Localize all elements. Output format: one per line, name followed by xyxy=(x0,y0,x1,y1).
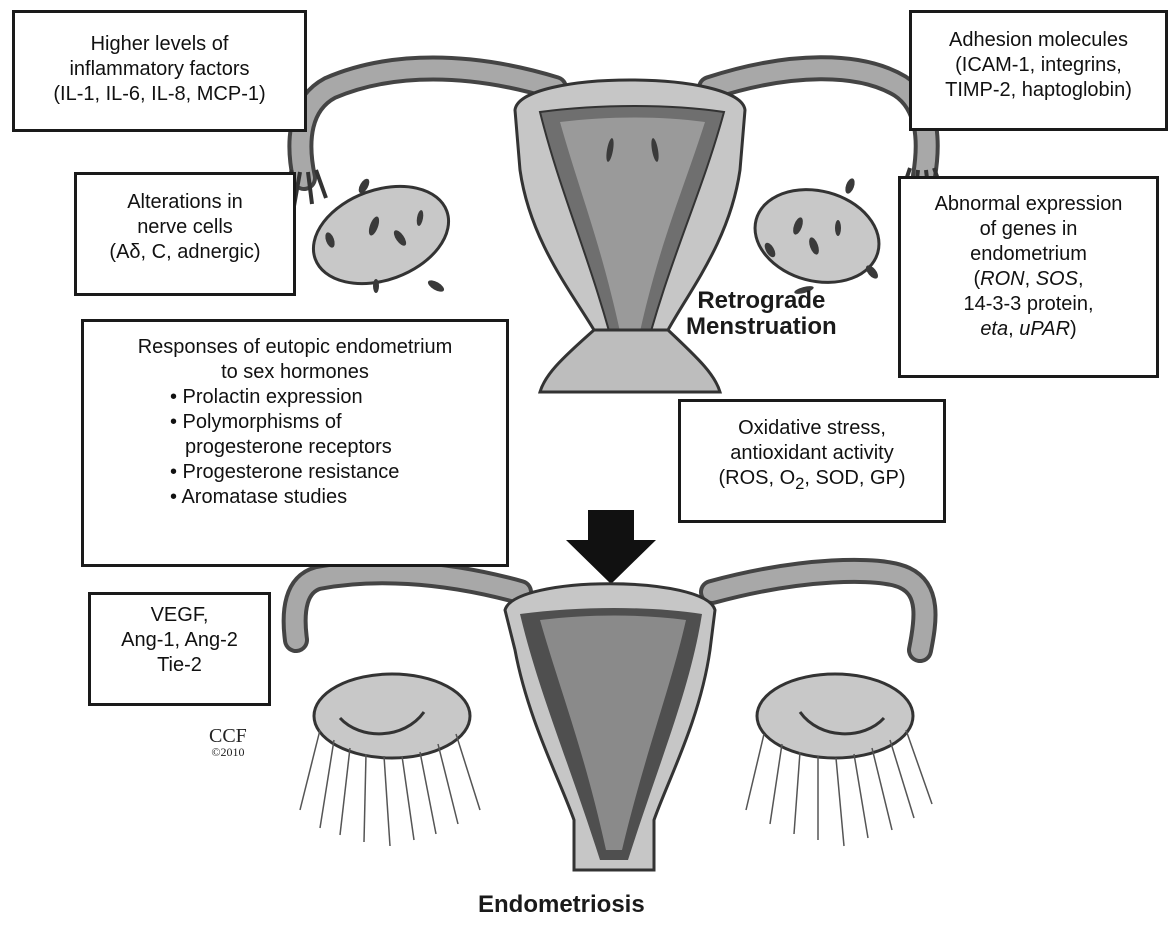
credit-main: CCF xyxy=(209,726,247,746)
adhesion-molecules-box: Adhesion molecules (ICAM-1, integrins, T… xyxy=(909,10,1168,131)
down-arrow xyxy=(566,510,656,584)
separator: , xyxy=(1025,268,1036,290)
box-line: antioxidant activity xyxy=(689,441,935,466)
box-line: nerve cells xyxy=(85,215,285,240)
bullet-item: • Prolactin expression xyxy=(92,385,498,410)
box-line: Ang-1, Ang-2 xyxy=(99,628,260,653)
inflammatory-factors-box: Higher levels of inflammatory factors (I… xyxy=(12,10,307,132)
box-line: endometrium xyxy=(909,242,1148,267)
bullet-item: • Aromatase studies xyxy=(92,485,498,510)
box-line: Oxidative stress, xyxy=(689,416,935,441)
oxidative-markers-line: (ROS, O2, SOD, GP) xyxy=(689,466,935,495)
box-line: 14-3-3 protein, xyxy=(909,292,1148,317)
gene-ron: RON xyxy=(980,268,1024,290)
bottom-left-ovary xyxy=(314,674,470,758)
bullet-item-continuation: progesterone receptors xyxy=(92,435,498,460)
gene-list-line-2: eta, uPAR) xyxy=(909,317,1148,342)
box-line: (Aδ, C, adnergic) xyxy=(85,240,285,265)
label-line: Menstruation xyxy=(686,314,837,340)
box-line: (IL-1, IL-6, IL-8, MCP-1) xyxy=(23,82,296,107)
angiogenesis-factors-box: VEGF, Ang-1, Ang-2 Tie-2 xyxy=(88,592,271,706)
endometriosis-label: Endometriosis xyxy=(478,892,645,918)
box-line: inflammatory factors xyxy=(23,57,296,82)
nerve-cells-box: Alterations in nerve cells (Aδ, C, adner… xyxy=(74,172,296,296)
gene-sos: SOS xyxy=(1036,268,1078,290)
oxidative-stress-box: Oxidative stress, antioxidant activity (… xyxy=(678,399,946,523)
box-line: Higher levels of xyxy=(23,32,296,57)
box-line: Alterations in xyxy=(85,190,285,215)
box-title: to sex hormones xyxy=(92,360,498,385)
bullet-item: • Polymorphisms of xyxy=(92,410,498,435)
markers-part-b: , SOD, GP) xyxy=(804,467,905,489)
box-title: Responses of eutopic endometrium xyxy=(92,335,498,360)
box-line: Tie-2 xyxy=(99,653,260,678)
label-line: Retrograde xyxy=(686,288,837,314)
box-line: TIMP-2, haptoglobin) xyxy=(920,78,1157,103)
box-line: of genes in xyxy=(909,217,1148,242)
gene-eta: eta xyxy=(980,318,1008,340)
gene-upar: uPAR xyxy=(1019,318,1070,340)
box-line: (ICAM-1, integrins, xyxy=(920,53,1157,78)
top-right-ovary xyxy=(744,176,889,296)
box-line: VEGF, xyxy=(99,603,260,628)
gene-list-line-1: (RON, SOS, xyxy=(909,267,1148,292)
markers-part-a: (ROS, O xyxy=(718,467,795,489)
bottom-uterus-illustration xyxy=(295,571,932,870)
box-line: Adhesion molecules xyxy=(920,28,1157,53)
eutopic-endometrium-responses-box: Responses of eutopic endometrium to sex … xyxy=(81,319,509,567)
abnormal-gene-expression-box: Abnormal expression of genes in endometr… xyxy=(898,176,1159,378)
box-line: Abnormal expression xyxy=(909,192,1148,217)
credit-year: ©2010 xyxy=(209,746,247,758)
retrograde-menstruation-label: Retrograde Menstruation xyxy=(686,288,837,341)
ccf-credit: CCF ©2010 xyxy=(209,726,247,758)
separator: , xyxy=(1008,318,1019,340)
bottom-right-ovary xyxy=(757,674,913,758)
separator: , xyxy=(1078,268,1084,290)
paren-close: ) xyxy=(1070,318,1077,340)
bullet-item: • Progesterone resistance xyxy=(92,460,498,485)
